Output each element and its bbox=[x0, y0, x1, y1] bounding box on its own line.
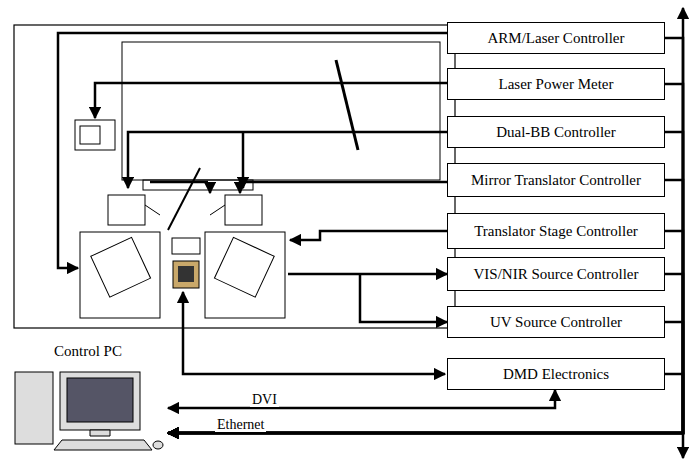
connector-label: Ethernet bbox=[215, 417, 266, 432]
controller-box: UV Source Controller bbox=[447, 306, 665, 338]
connector-label: DVI bbox=[250, 392, 279, 407]
connector bbox=[168, 322, 683, 433]
box-label: UV Source Controller bbox=[490, 314, 622, 331]
connector bbox=[168, 231, 683, 433]
connector bbox=[168, 38, 683, 433]
controller-box: DMD Electronics bbox=[447, 358, 665, 390]
box-label: VIS/NIR Source Controller bbox=[474, 266, 639, 283]
controller-box: Translator Stage Controller bbox=[447, 213, 665, 249]
controller-box: VIS/NIR Source Controller bbox=[447, 257, 665, 291]
box-label: DMD Electronics bbox=[503, 366, 609, 383]
connector bbox=[168, 274, 683, 433]
box-label: Mirror Translator Controller bbox=[471, 172, 641, 189]
connector bbox=[168, 180, 683, 433]
controller-box: ARM/Laser Controller bbox=[447, 22, 665, 54]
computer-label: Control PC bbox=[54, 343, 122, 360]
controller-box: Mirror Translator Controller bbox=[447, 163, 665, 197]
box-label: Dual-BB Controller bbox=[496, 124, 616, 141]
connector bbox=[168, 84, 683, 433]
box-label: Laser Power Meter bbox=[499, 76, 614, 93]
connector bbox=[168, 132, 683, 433]
box-label: ARM/Laser Controller bbox=[487, 30, 624, 47]
controller-box: Laser Power Meter bbox=[447, 68, 665, 100]
controller-box: Dual-BB Controller bbox=[447, 116, 665, 148]
connector bbox=[168, 390, 555, 408]
box-label: Translator Stage Controller bbox=[474, 223, 638, 240]
computer: Control PC bbox=[8, 343, 168, 458]
